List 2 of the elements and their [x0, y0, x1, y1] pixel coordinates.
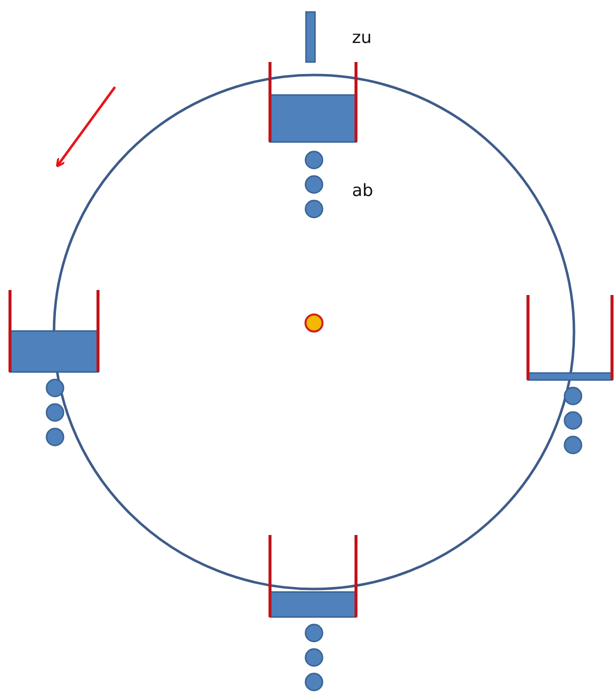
label-text: zu: [352, 28, 372, 48]
label-text: ab: [352, 181, 374, 201]
